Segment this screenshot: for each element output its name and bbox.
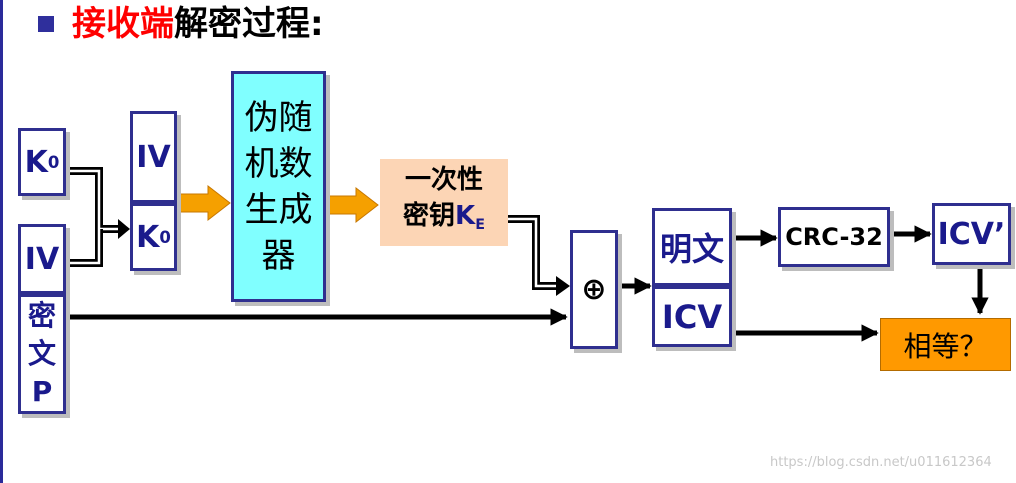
prng-line-4: 器: [261, 235, 296, 276]
iv-to-ivk0-connector: [66, 229, 103, 267]
key-ke-subscript: E: [475, 217, 485, 233]
k0-to-ivk0-connector: [66, 167, 120, 233]
watermark-text: https://blog.csdn.net/u011612364: [770, 455, 992, 470]
title-black-part: 解密过程:: [174, 4, 324, 44]
prng-box: 伪随 机数 生成 器: [231, 71, 326, 302]
ciphertext-box: 密 文 P: [18, 294, 66, 414]
key-line-2: 密钥KE: [403, 198, 485, 243]
icv-prime-label: ICV’: [937, 216, 1006, 252]
k0-mid-subscript: 0: [159, 227, 171, 247]
equal-check-label: 相等？: [903, 329, 988, 363]
ciphertext-char-2: 文: [27, 337, 56, 370]
one-time-key-box: 一次性 密钥KE: [380, 159, 508, 246]
iv-mid-box: IV: [130, 111, 177, 203]
prng-line-2: 机数: [244, 143, 313, 184]
ivk0-arrowhead: [118, 219, 130, 239]
prng-line-1: 伪随: [244, 97, 313, 138]
plaintext-label: 明文: [659, 230, 724, 268]
xor-symbol: ⊕: [581, 272, 607, 307]
title-red-part: 接收端: [72, 4, 174, 44]
xor-box: ⊕: [570, 230, 618, 349]
k0-left-label: K: [24, 144, 48, 180]
ivk0-to-prng-orange-arrow: [177, 184, 231, 222]
key-ke-label: K: [455, 201, 476, 231]
prng-line-3: 生成: [244, 189, 313, 230]
equal-check-box: 相等？: [880, 318, 1011, 371]
ciphertext-char-1: 密: [27, 299, 56, 332]
ciphertext-char-3: P: [31, 375, 53, 408]
iv-mid-label: IV: [136, 139, 171, 175]
slide-title: 接收端 解密过程:: [38, 2, 324, 46]
key-to-xor-connector: [508, 215, 558, 290]
iv-left-label: IV: [24, 241, 60, 277]
crc32-label: CRC-32: [785, 223, 883, 251]
crc32-box: CRC-32: [778, 207, 890, 267]
icv-prime-box: ICV’: [932, 203, 1011, 265]
icv-label: ICV: [661, 297, 723, 336]
plaintext-box: 明文: [652, 208, 732, 286]
slide-left-border: [0, 0, 3, 483]
key-line-1: 一次性: [404, 165, 483, 195]
icv-box: ICV: [652, 286, 732, 347]
k0-mid-label: K: [136, 219, 160, 255]
prng-to-key-orange-arrow: [325, 186, 379, 224]
bullet-square-icon: [38, 16, 54, 32]
key-line-2-text: 密钥: [403, 201, 456, 231]
xor-arrowhead: [556, 276, 570, 296]
k0-left-subscript: 0: [47, 152, 60, 172]
iv-left-box: IV: [18, 224, 66, 294]
